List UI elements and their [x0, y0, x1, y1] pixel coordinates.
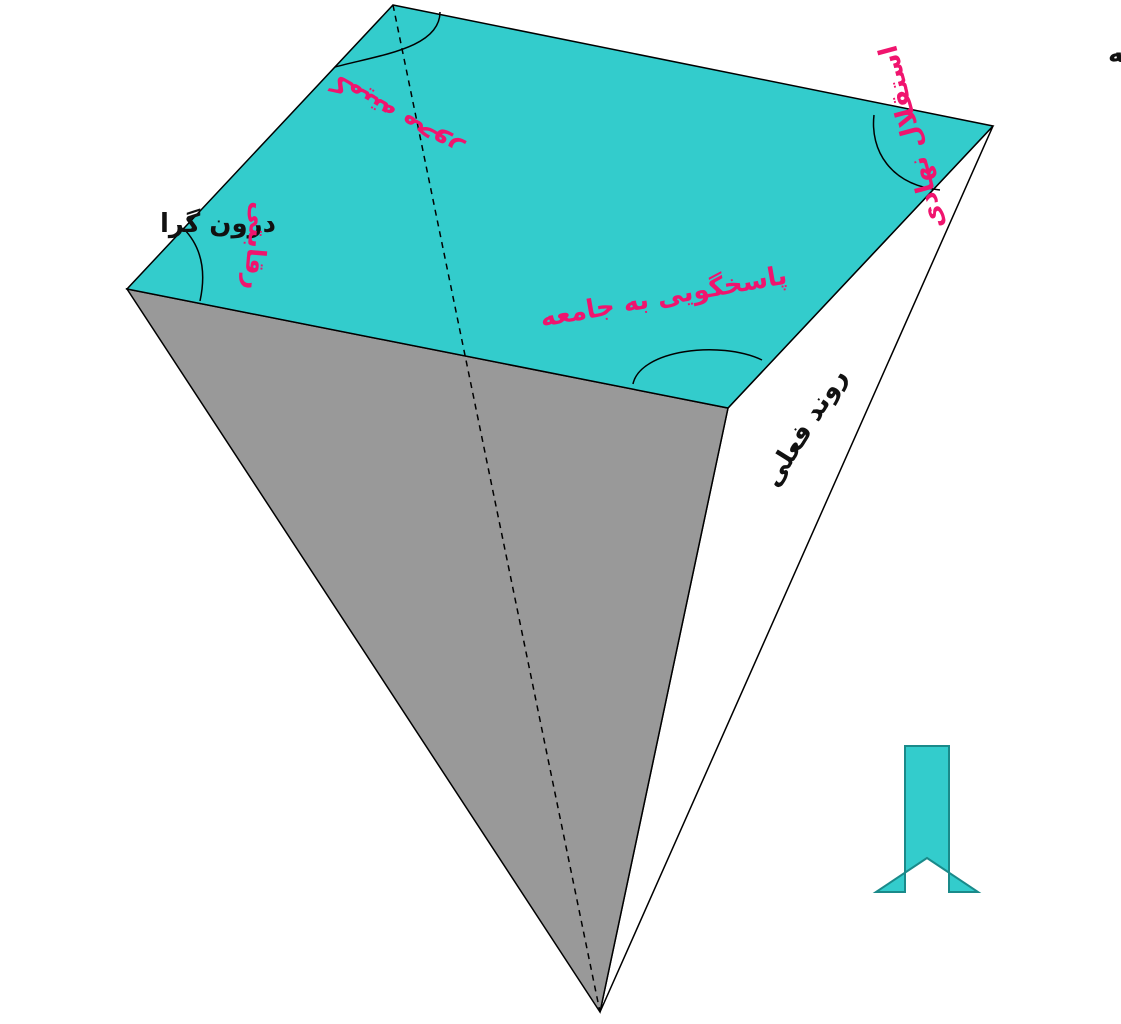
down-arrow-icon: [872, 745, 982, 893]
label-dependent: وابسته: [1108, 39, 1121, 69]
corner-arc-right: [872, 114, 941, 191]
label-introverted: درون گرا: [160, 208, 276, 239]
corner-arc-left: [182, 227, 204, 302]
pyramid-top-face: [125, 4, 995, 409]
corner-arc-front: [632, 349, 763, 385]
corner-arc-top: [334, 11, 441, 68]
